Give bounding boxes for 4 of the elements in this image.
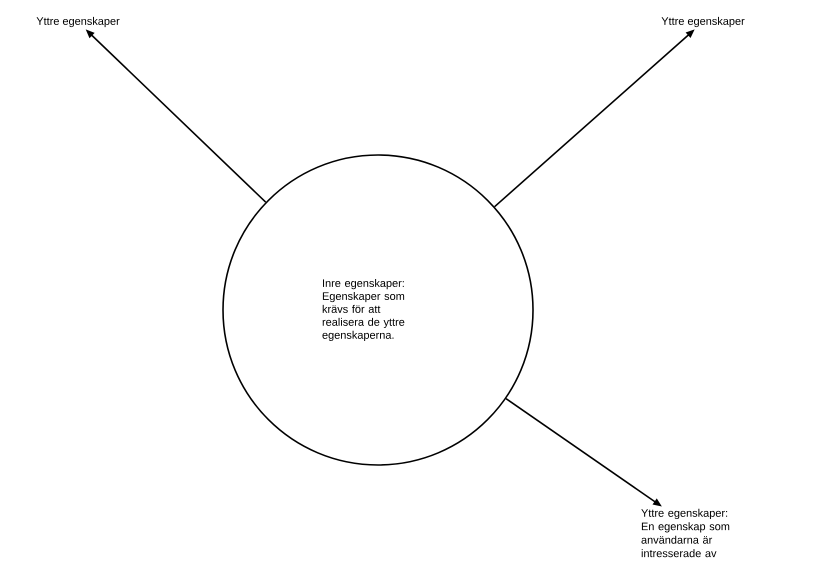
text-label: Yttre egenskaper: En egenskap som användarna är intresserade av: [641, 508, 730, 558]
text-label: Yttre egenskaper: [662, 16, 745, 28]
text-label: Yttre egenskaper: [36, 16, 120, 28]
circle-node: Inre egenskaper: Egenskaper som krävs för att realisera de yttre egenskaperna.: [222, 154, 534, 466]
